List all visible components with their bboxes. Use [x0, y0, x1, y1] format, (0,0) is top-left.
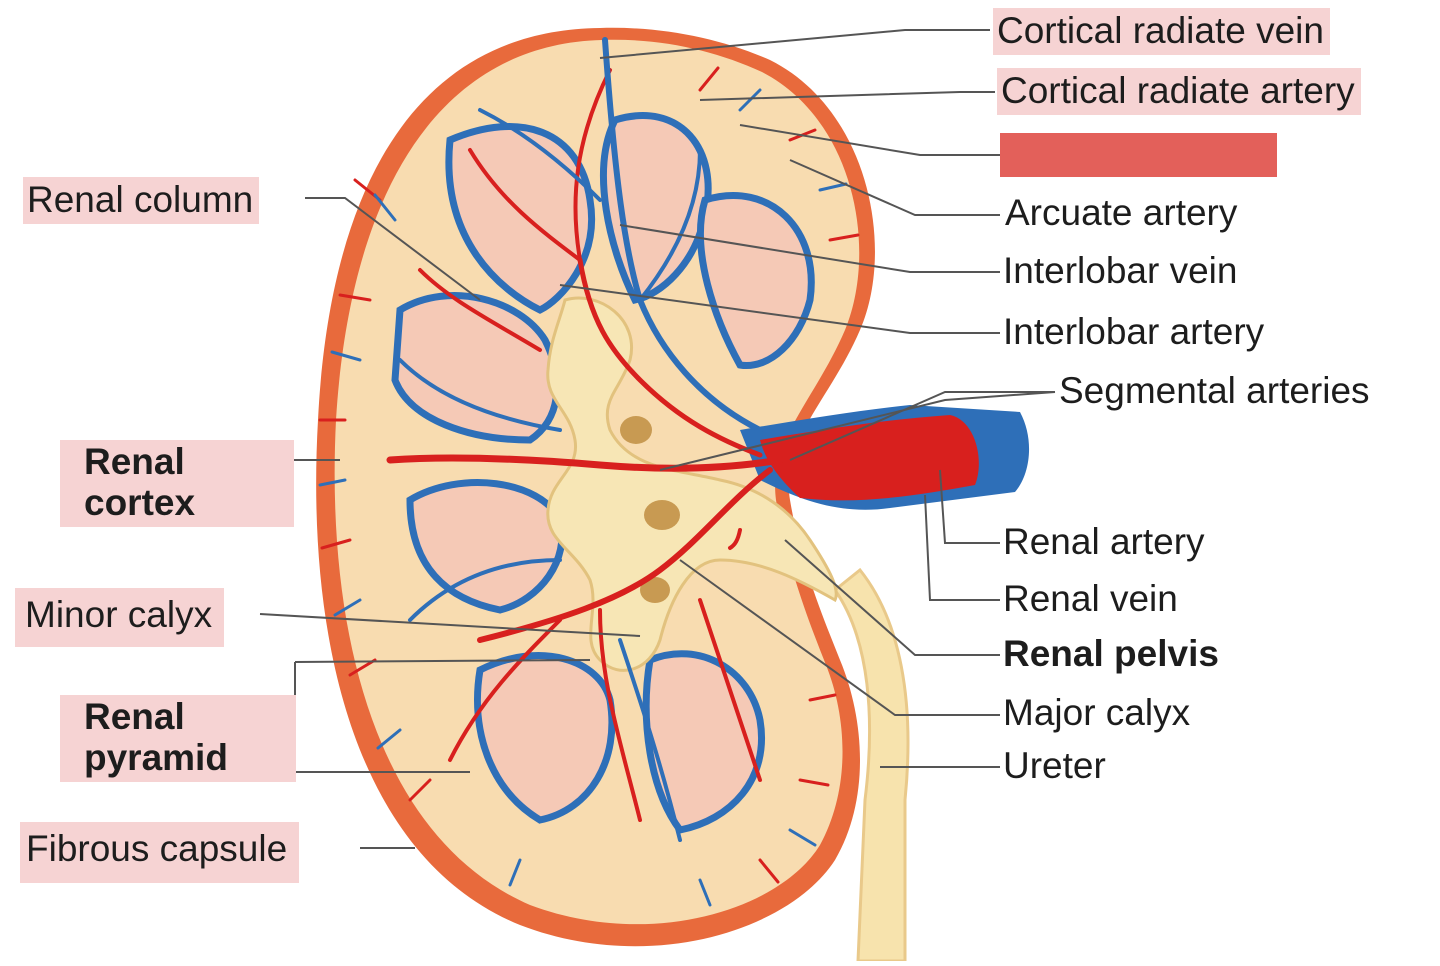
label-renal-vein: Renal vein: [1003, 578, 1178, 619]
label-ureter: Ureter: [1003, 745, 1106, 786]
label-major-calyx: Major calyx: [1003, 692, 1191, 733]
label-renal-pyramid: Renal pyramid: [60, 695, 296, 783]
label-arcuate-artery: Arcuate artery: [1005, 192, 1238, 233]
renal-pyramids: [391, 112, 815, 834]
artery-branches: [386, 68, 784, 822]
label-interlobar-artery: Interlobar artery: [1003, 311, 1265, 352]
label-renal-column: Renal column: [23, 177, 260, 225]
cortical-radiate-vessels: [318, 66, 860, 907]
label-minor-calyx: Minor calyx: [15, 588, 225, 648]
label-fibrous-capsule: Fibrous capsule: [20, 822, 300, 884]
label-cortical-radiate-artery: Cortical radiate artery: [997, 68, 1361, 116]
label-cortical-radiate-vein: Cortical radiate vein: [993, 8, 1330, 56]
label-renal-pelvis: Renal pelvis: [1003, 633, 1219, 674]
calyx-openings: [620, 416, 680, 603]
renal-artery-vessel: [760, 415, 979, 501]
label-renal-artery: Renal artery: [1003, 521, 1205, 562]
ureter-tube: [832, 567, 910, 963]
label-segmental-arteries: Segmental arteries: [1059, 370, 1370, 411]
hidden-label-box: [1000, 133, 1277, 177]
label-renal-cortex: Renal cortex: [60, 440, 294, 528]
label-interlobar-vein: Interlobar vein: [1003, 250, 1238, 291]
